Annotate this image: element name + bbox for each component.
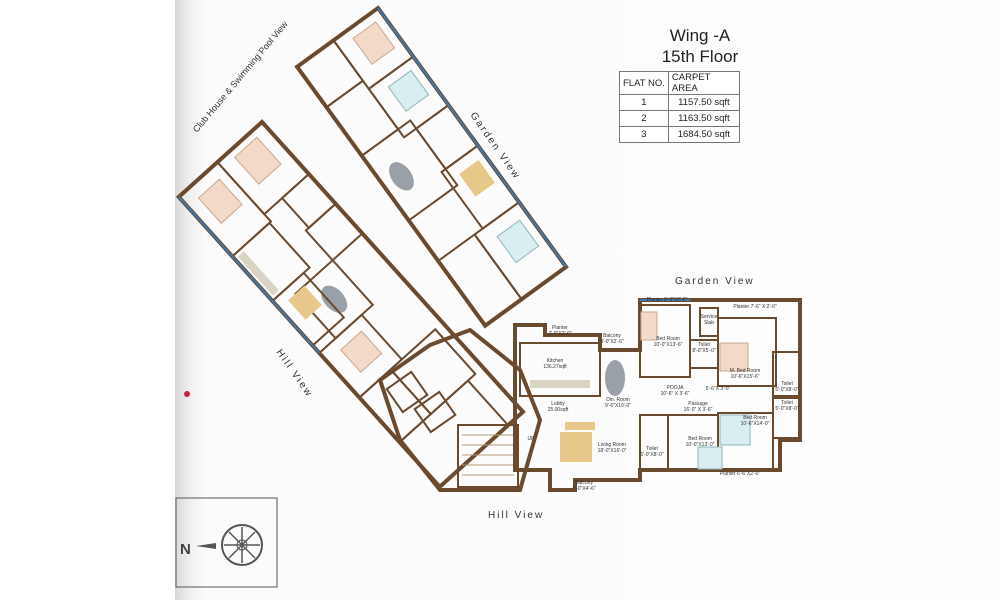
carpet-area: 1684.50 sqft <box>667 126 740 143</box>
hill-view-label-left: Hill View <box>274 347 315 399</box>
upper-wing-flat <box>294 5 569 329</box>
floor-title: 15th Floor <box>661 47 739 66</box>
room-label: Planter 6'-6"X2'-0" <box>720 471 761 477</box>
room-label: 5'-6"X 3'-0" <box>706 386 731 392</box>
flat-no: 3 <box>619 126 669 143</box>
hill-view-label-bottom: Hill View <box>488 510 544 521</box>
red-mark <box>184 391 190 397</box>
north-label: N <box>180 541 191 558</box>
right-wing-flat <box>513 298 802 492</box>
club-house-view-label: Club House & Swimming Pool View <box>191 19 290 135</box>
garden-view-label-right: Garden View <box>675 276 755 287</box>
north-arrow-icon <box>196 543 216 549</box>
compass-icon <box>221 524 263 566</box>
wing-title: Wing -A <box>669 26 731 45</box>
room-label: UP <box>528 436 536 442</box>
core-lift-stair <box>377 327 543 492</box>
carpet-area: 1163.50 sqft <box>667 110 740 127</box>
room-label: Planter 7'-6" X 2'-0" <box>733 304 776 310</box>
compass-rose: N <box>175 497 278 588</box>
room-label: Planter 6'-6"X2'-0" <box>647 297 688 303</box>
left-wing-flat <box>175 119 526 490</box>
